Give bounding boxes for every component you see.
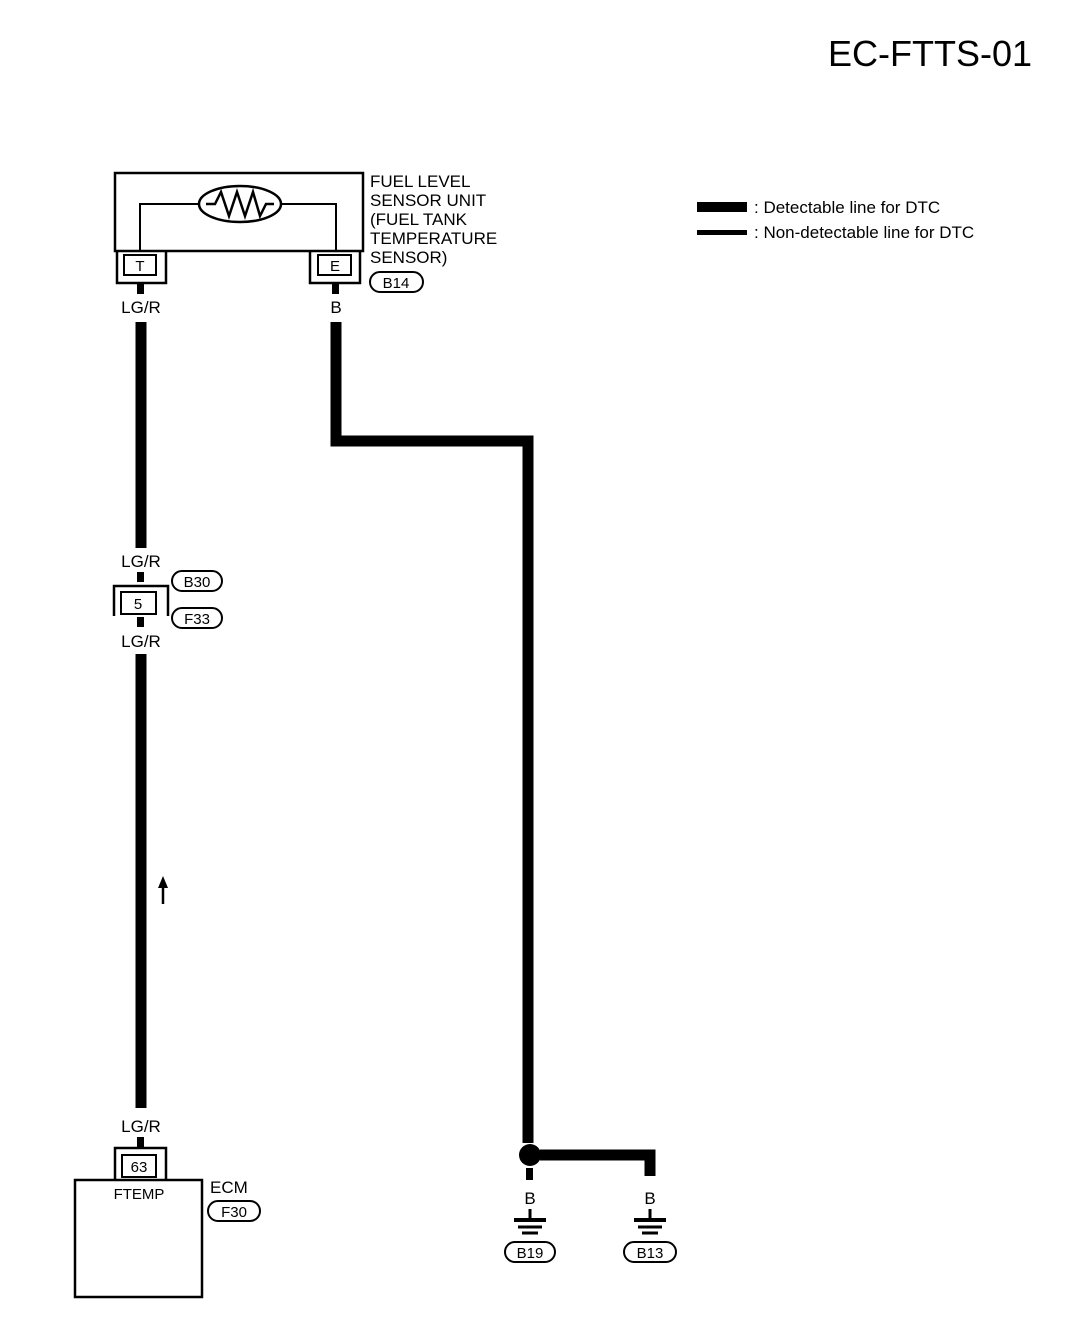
legend-non-detectable-label: : Non-detectable line for DTC bbox=[754, 223, 974, 242]
wire-b-sensor-to-ground bbox=[330, 322, 534, 1143]
legend-detectable-label: : Detectable line for DTC bbox=[754, 198, 940, 217]
signal-arrow-icon bbox=[158, 876, 168, 904]
ground-splice-dot bbox=[519, 1144, 541, 1166]
ecm-terminal-label: FTEMP bbox=[114, 1186, 165, 1203]
stub-t bbox=[137, 284, 144, 294]
wire-color-lgr-ecm: LG/R bbox=[121, 1117, 161, 1136]
connector-b30-label: B30 bbox=[184, 574, 211, 591]
stub-e bbox=[332, 284, 339, 294]
junction-stub-upper bbox=[137, 572, 144, 582]
legend-detectable-swatch bbox=[697, 202, 747, 212]
junction-connector: LG/R 5 B30 F33 LG/R bbox=[112, 552, 223, 651]
ecm-pin-label: 63 bbox=[131, 1159, 148, 1176]
ecm-stub bbox=[137, 1137, 144, 1147]
sensor-internal-wire-right bbox=[280, 203, 337, 250]
diagram-title: EC-FTTS-01 bbox=[828, 33, 1032, 74]
terminal-t-label: T bbox=[135, 258, 144, 275]
fuel-level-sensor-unit: FUEL LEVEL SENSOR UNIT (FUEL TANK TEMPER… bbox=[113, 171, 497, 293]
sensor-name-line-1: FUEL LEVEL bbox=[370, 172, 470, 191]
connector-f33-badge bbox=[171, 607, 223, 629]
sensor-name-line-2: SENSOR UNIT bbox=[370, 191, 486, 210]
sensor-name-line-4: TEMPERATURE bbox=[370, 229, 497, 248]
terminal-e-label: E bbox=[330, 258, 340, 275]
connector-b30-badge bbox=[171, 570, 223, 592]
wire-color-b-ground2: B bbox=[644, 1189, 655, 1208]
junction-pin-label: 5 bbox=[134, 596, 142, 613]
ecm-box bbox=[73, 1178, 204, 1299]
ground-b13-badge bbox=[623, 1241, 677, 1263]
resistor-zigzag-icon bbox=[206, 187, 274, 220]
sensor-internal-wire-left bbox=[139, 203, 200, 250]
legend: : Detectable line for DTC : Non-detectab… bbox=[697, 198, 974, 242]
legend-non-detectable-swatch bbox=[697, 230, 747, 235]
wire-color-lgr-top: LG/R bbox=[121, 298, 161, 317]
wire-color-lgr-junction-lower: LG/R bbox=[121, 632, 161, 651]
connector-b14-label: B14 bbox=[383, 275, 410, 292]
wire-b-splice-to-b13 bbox=[540, 1149, 656, 1176]
ground-b13-icon bbox=[634, 1218, 666, 1235]
connector-f30-badge bbox=[207, 1200, 261, 1222]
ground-b19-badge bbox=[504, 1241, 556, 1263]
ground-b19-label: B19 bbox=[517, 1245, 544, 1262]
sensor-terminal-e: E bbox=[308, 251, 362, 285]
connector-f33-label: F33 bbox=[184, 611, 210, 628]
ground-b13: B B13 bbox=[623, 1189, 677, 1263]
ground-b19-icon bbox=[514, 1218, 546, 1235]
junction-stub-lower bbox=[137, 617, 144, 627]
connector-f30-label: F30 bbox=[221, 1204, 247, 1221]
ground-b13-label: B13 bbox=[637, 1245, 664, 1262]
sensor-name-line-3: (FUEL TANK bbox=[370, 210, 468, 229]
ecm-unit: LG/R 63 FTEMP ECM F30 bbox=[73, 1117, 261, 1299]
wire-color-lgr-junction-upper: LG/R bbox=[121, 552, 161, 571]
ground-b19: B B19 bbox=[504, 1168, 556, 1263]
connector-b14-badge bbox=[369, 271, 424, 293]
wire-color-b-top: B bbox=[330, 298, 341, 317]
sensor-unit-box bbox=[113, 171, 365, 253]
sensor-terminal-t: T bbox=[115, 251, 168, 285]
wire-color-b-ground1: B bbox=[524, 1189, 535, 1208]
ecm-name: ECM bbox=[210, 1178, 248, 1197]
sensor-name-line-5: SENSOR) bbox=[370, 248, 447, 267]
